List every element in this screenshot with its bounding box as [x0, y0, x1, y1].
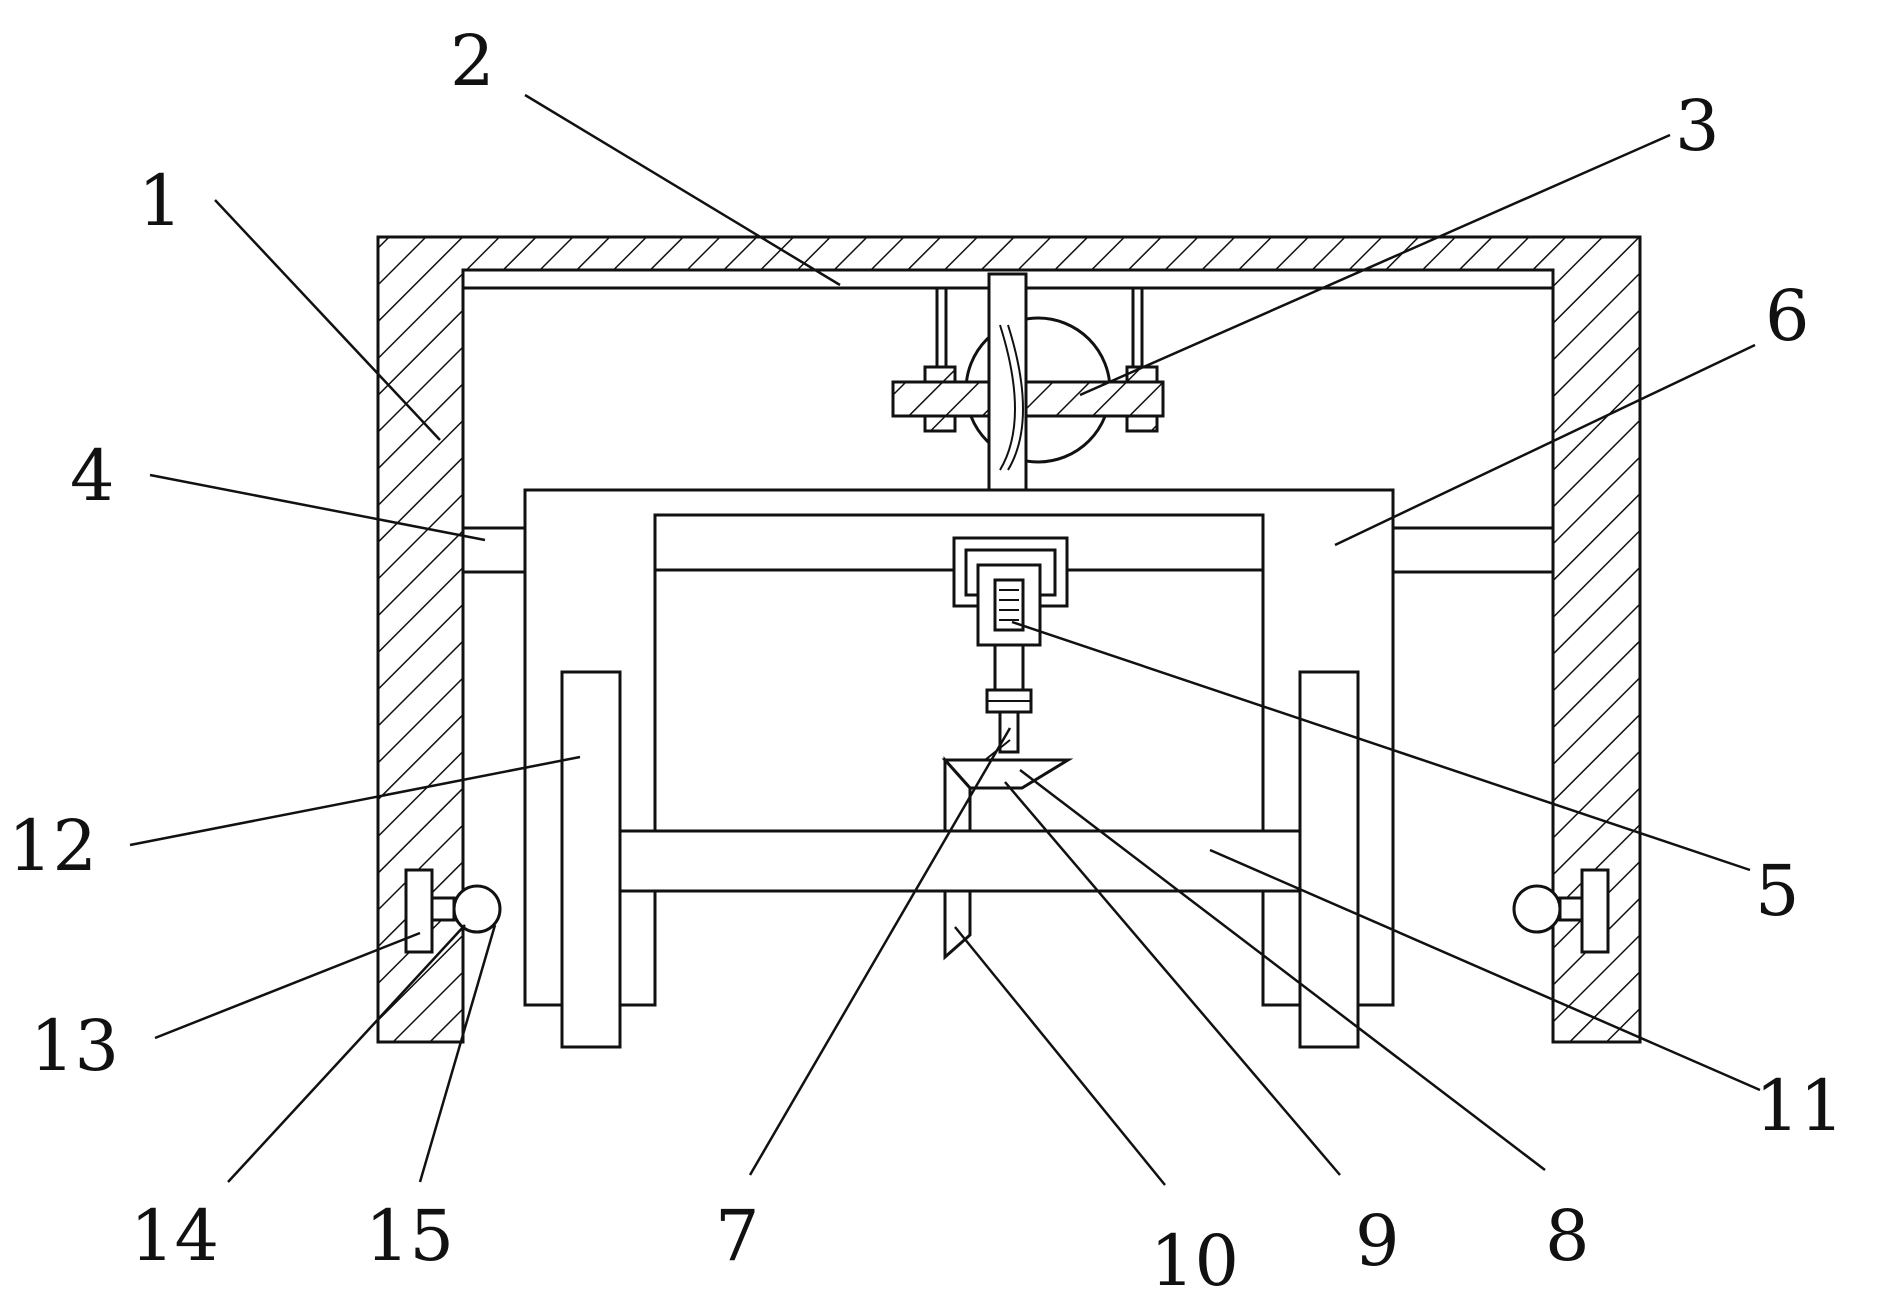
clamp-plate-right: [1580, 868, 1610, 954]
leader-10: [954, 926, 1166, 1186]
label-10: 10: [1150, 1220, 1239, 1299]
leader-1: [214, 199, 441, 441]
leader-9: [1004, 781, 1341, 1176]
label-1: 1: [138, 160, 183, 242]
clamp-knob-right: [1512, 884, 1562, 934]
label-13: 13: [30, 1005, 119, 1087]
plate-nut-left: [923, 414, 957, 433]
lower-spindle: [993, 643, 1025, 692]
axle-bar: [618, 829, 1315, 893]
label-4: 4: [70, 435, 115, 517]
side-bar-right: [1391, 526, 1555, 574]
leader-8: [1019, 769, 1546, 1171]
leader-5: [1011, 620, 1751, 872]
leader-6: [1334, 343, 1756, 547]
leader-15: [418, 924, 497, 1183]
leader-12: [129, 755, 581, 847]
clamp-stem-right: [1558, 896, 1584, 922]
side-bar-left: [461, 526, 527, 574]
leader-14: [227, 924, 466, 1183]
label-9: 9: [1355, 1200, 1400, 1282]
label-11: 11: [1755, 1065, 1844, 1147]
leader-7: [748, 727, 1012, 1176]
wheel-left: [560, 670, 622, 1049]
shaft-spring: [999, 324, 1024, 471]
cross-plate: [891, 380, 1165, 418]
leader-4: [149, 473, 486, 542]
hanger-foot-left: [923, 365, 957, 384]
clamp-plate-left: [404, 868, 434, 954]
label-7: 7: [715, 1195, 760, 1277]
label-2: 2: [450, 20, 495, 102]
label-8: 8: [1545, 1195, 1590, 1277]
connector-block: [976, 563, 1042, 647]
leader-13: [154, 931, 421, 1040]
leader-11: [1209, 848, 1761, 1092]
clamp-stem-left: [430, 896, 456, 922]
label-15: 15: [365, 1195, 454, 1277]
leader-2: [524, 93, 841, 287]
hanger-foot-right: [1125, 365, 1159, 384]
label-5: 5: [1755, 850, 1800, 932]
connector-window: [993, 578, 1025, 632]
leader-3: [1079, 133, 1671, 397]
label-6: 6: [1765, 275, 1810, 357]
label-12: 12: [8, 805, 97, 887]
label-3: 3: [1675, 85, 1720, 167]
plate-nut-right: [1125, 414, 1159, 433]
clamp-knob-left: [452, 884, 502, 934]
label-14: 14: [130, 1195, 219, 1277]
